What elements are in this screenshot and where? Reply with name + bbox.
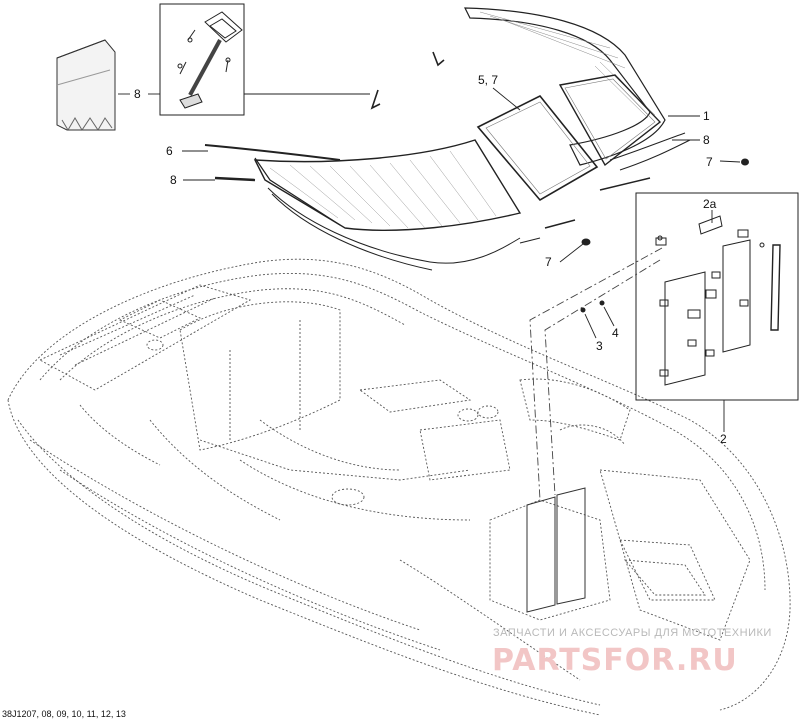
leader-lines [529,247,663,501]
callout-6: 6 [166,144,173,158]
part-1-seat-cushion-set [204,7,691,271]
hull-outline [7,258,791,716]
fasteners-3-4 [580,300,605,313]
callout-2: 2 [720,432,727,446]
installed-panel-location [526,487,586,613]
inset-box-panel-kit [635,192,799,401]
callout-8-right: 8 [703,133,710,147]
callout-7-right: 7 [706,155,713,169]
inset-box-handle [159,3,245,116]
callout-3: 3 [596,339,603,353]
drawing-reference-code: 38J1207, 08, 09, 10, 11, 12, 13 [2,709,126,719]
callout-8-bag: 8 [134,87,141,101]
callout-8-left: 8 [170,173,177,187]
callout-2a: 2a [703,197,717,211]
watermark-caption: ЗАПЧАСТИ И АКСЕССУАРЫ ДЛЯ МОТОТЕХНИКИ [493,627,772,639]
watermark-logo: PARTSFOR.RU [492,643,738,678]
storage-bag-drawing [56,39,116,131]
callout-leaders [118,87,741,432]
callout-1: 1 [703,109,710,123]
callout-4: 4 [612,326,619,340]
callout-7-mid: 7 [545,255,552,269]
callout-5-7: 5, 7 [478,73,498,87]
clip-fasteners [370,51,749,246]
